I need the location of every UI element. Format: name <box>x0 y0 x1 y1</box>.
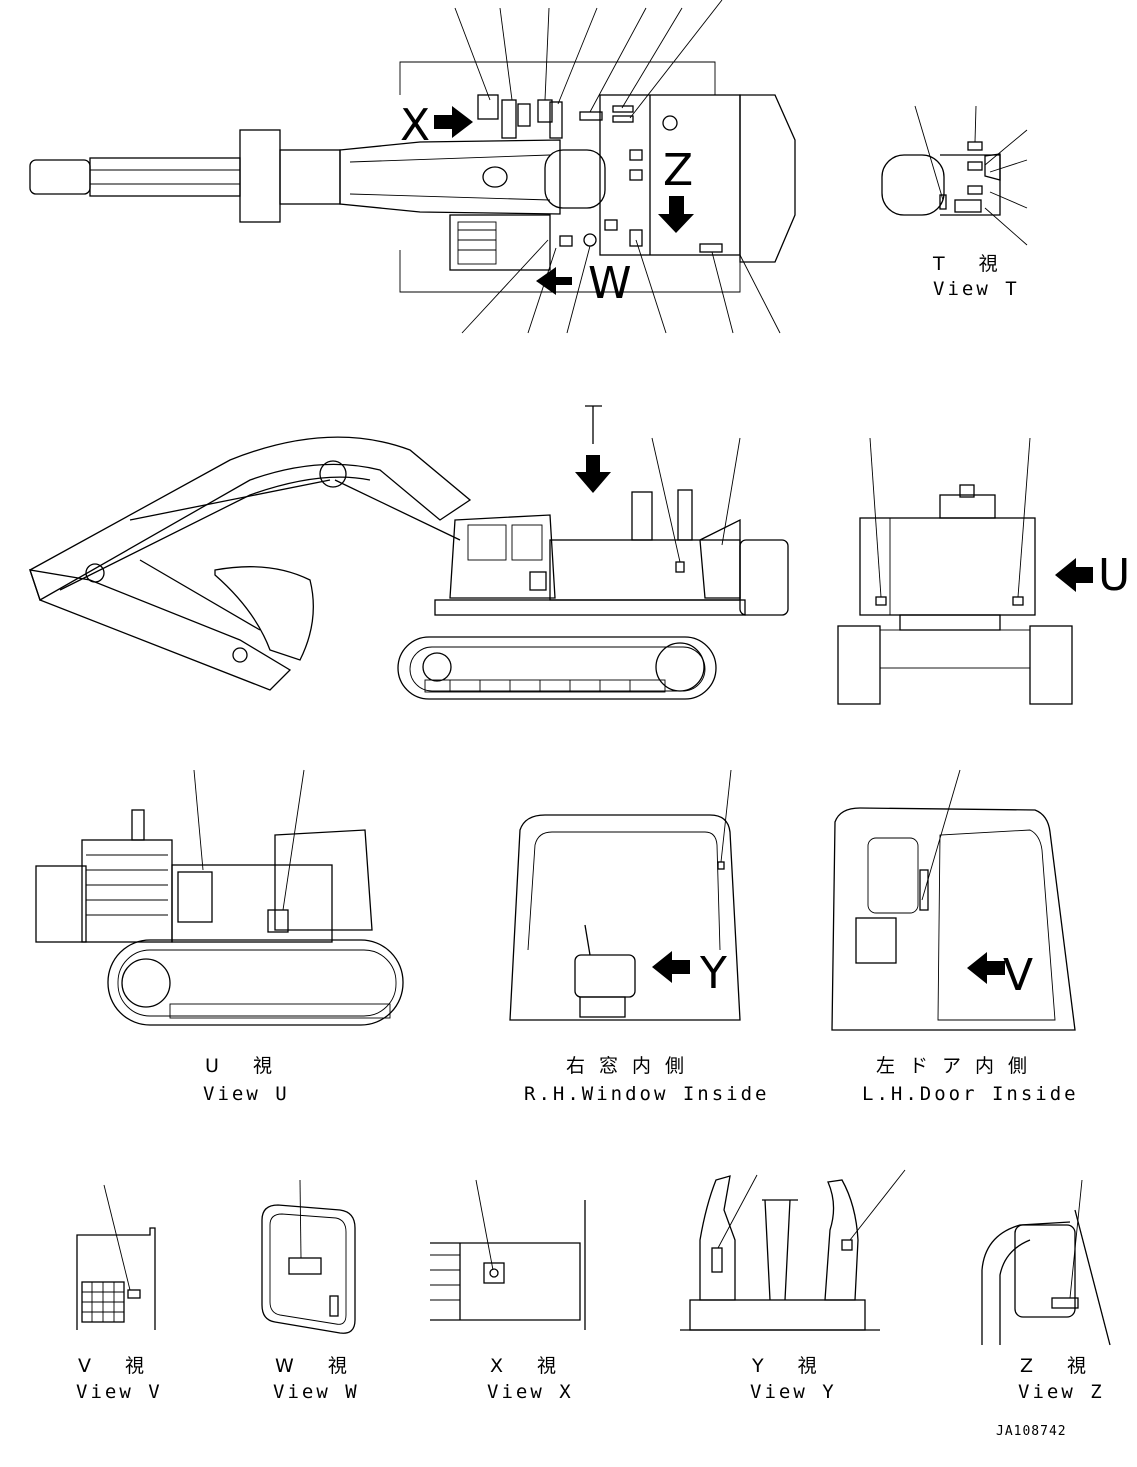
marker-v-label: V <box>1003 950 1033 1001</box>
view-z-caption-en: View Z <box>1018 1381 1105 1403</box>
rh-window-inside-drawing <box>509 769 741 1021</box>
lh-door-caption-en: L.H.Door Inside <box>862 1083 1079 1105</box>
view-x-drawing <box>430 1179 586 1330</box>
view-u-drawing <box>35 769 404 1026</box>
view-u-caption-en: View U <box>203 1083 290 1105</box>
rh-window-caption-jp: 右窓内側 <box>566 1055 698 1077</box>
view-x-caption-jp: X 視 <box>490 1355 570 1377</box>
marker-u-label: U <box>1098 550 1130 601</box>
view-y-caption-en: View Y <box>750 1381 837 1403</box>
view-v-drawing <box>76 1184 156 1330</box>
view-y-drawing <box>680 1169 906 1331</box>
marker-w-label: W <box>588 258 632 309</box>
arrow-w-icon <box>536 267 572 295</box>
view-w-caption-en: View W <box>273 1381 360 1403</box>
lh-door-caption-jp: 左ドア内側 <box>876 1055 1041 1077</box>
view-t-caption-en: View T <box>933 278 1020 300</box>
view-w-drawing <box>261 1179 356 1334</box>
excavator-rear-view <box>837 437 1093 705</box>
arrow-z-icon <box>658 196 694 233</box>
marker-x-label: X <box>400 100 430 151</box>
view-t-caption-jp: T 視 <box>932 253 1012 275</box>
view-x-caption-en: View X <box>487 1381 574 1403</box>
view-z-drawing <box>981 1179 1111 1346</box>
excavator-top-view <box>29 0 796 334</box>
marker-z-label: Z <box>663 145 693 196</box>
arrow-t-icon <box>575 455 611 493</box>
arrow-v-icon <box>967 952 1005 984</box>
excavator-side-view <box>29 405 789 700</box>
arrow-u-icon <box>1055 558 1093 592</box>
view-v-caption-jp: V 視 <box>78 1355 158 1377</box>
drawing-code: JA108742 <box>996 1424 1067 1439</box>
view-u-caption-jp: U 視 <box>205 1055 286 1077</box>
rh-window-caption-en: R.H.Window Inside <box>524 1083 769 1105</box>
view-v-caption-en: View V <box>76 1381 163 1403</box>
view-y-caption-jp: Y 視 <box>751 1355 831 1377</box>
view-w-caption-jp: W 視 <box>275 1355 361 1377</box>
lh-door-inside-drawing <box>831 769 1076 1031</box>
view-z-caption-jp: Z 視 <box>1020 1355 1100 1377</box>
marker-y-label: Y <box>699 948 727 999</box>
view-t-drawing <box>881 105 1028 246</box>
arrow-x-icon <box>434 106 473 138</box>
arrow-y-icon <box>652 951 690 983</box>
